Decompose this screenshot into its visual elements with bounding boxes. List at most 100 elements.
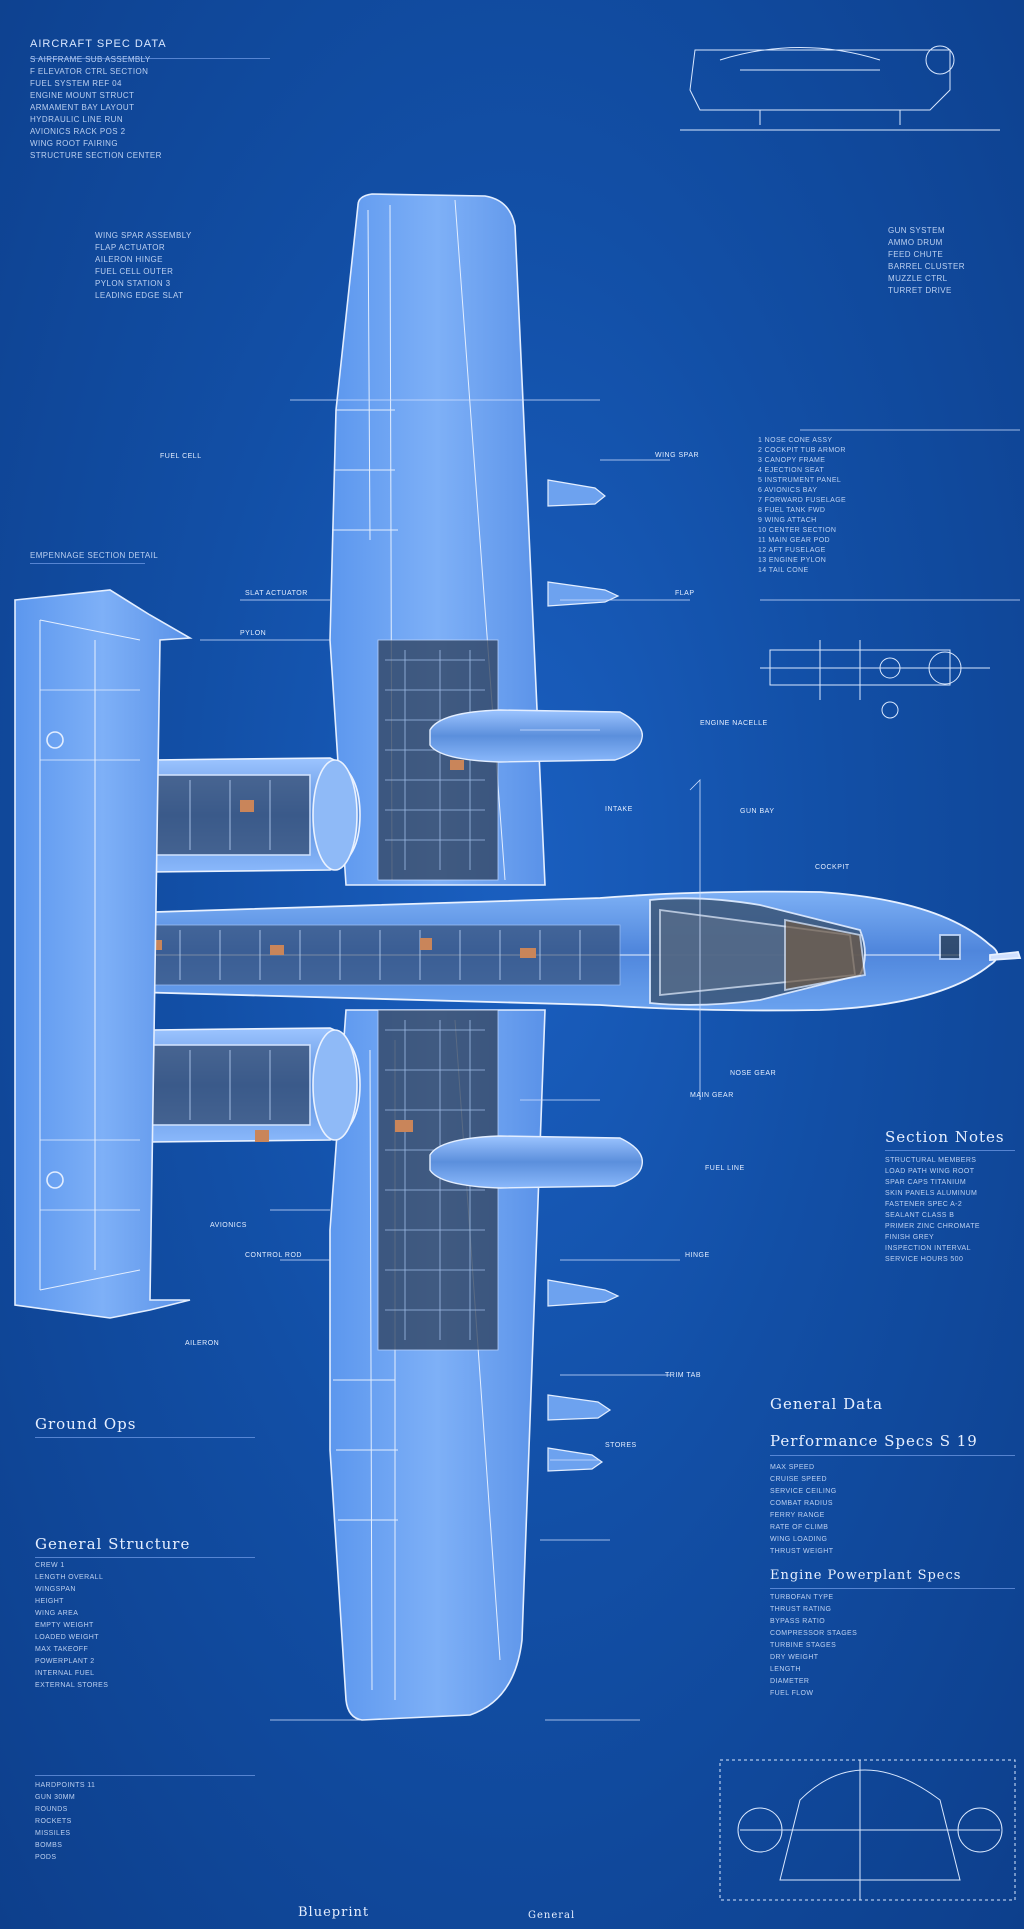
part-line: 8 FUEL TANK FWD (758, 507, 826, 514)
structure-line: LOADED WEIGHT (35, 1634, 99, 1641)
leader-label: HINGE (685, 1252, 710, 1259)
section-note-line: SEALANT CLASS B (885, 1212, 955, 1219)
rule-section-notes (885, 1150, 1015, 1151)
performance-line: MAX SPEED (770, 1464, 815, 1471)
tail-section-text: EMPENNAGE SECTION DETAIL (30, 551, 159, 560)
spec-line: F ELEVATOR CTRL SECTION (30, 67, 149, 76)
structure-line: POWERPLANT 2 (35, 1658, 95, 1665)
rule-performance (770, 1455, 1015, 1456)
engine-line: TURBOFAN TYPE (770, 1594, 834, 1601)
note-line: FLAP ACTUATOR (95, 243, 166, 252)
ground-ops-title: Ground Ops (35, 1415, 137, 1433)
structure-line: CREW 1 (35, 1562, 65, 1569)
performance-line: CRUISE SPEED (770, 1476, 827, 1483)
spec-line: S AIRFRAME SUB ASSEMBLY (30, 55, 151, 64)
rule-engine (770, 1588, 1015, 1589)
leader-label: CONTROL ROD (245, 1252, 302, 1259)
armament-line: PODS (35, 1854, 57, 1861)
structure-line: EMPTY WEIGHT (35, 1622, 94, 1629)
structure-line: INTERNAL FUEL (35, 1670, 95, 1677)
leader-label: FLAP (675, 590, 695, 597)
engine-line: LENGTH (770, 1666, 801, 1673)
tail-section-label: EMPENNAGE SECTION DETAIL (30, 550, 158, 562)
note-line: PYLON STATION 3 (95, 279, 171, 288)
structure-line: LENGTH OVERALL (35, 1574, 104, 1581)
leader-label: INTAKE (605, 806, 633, 813)
detail-drawing-mid (760, 640, 990, 719)
leader-label: GUN BAY (740, 808, 775, 815)
performance-specs-title: Performance Specs S 19 (770, 1432, 978, 1450)
spec-line: WING ROOT FAIRING (30, 139, 118, 148)
left-mid-notes: WING SPAR ASSEMBLY FLAP ACTUATOR AILERON… (95, 230, 192, 302)
structure-line: WINGSPAN (35, 1586, 76, 1593)
leader-label: AILERON (185, 1340, 220, 1347)
engine-line: THRUST RATING (770, 1606, 832, 1613)
bottom-label: Blueprint (298, 1905, 370, 1920)
armament-line: BOMBS (35, 1842, 63, 1849)
bottom-label-2: General (528, 1910, 576, 1921)
general-structure-list: CREW 1 LENGTH OVERALL WINGSPAN HEIGHT WI… (35, 1560, 108, 1692)
section-note-line: INSPECTION INTERVAL (885, 1245, 971, 1252)
performance-line: WING LOADING (770, 1536, 828, 1543)
performance-list: MAX SPEED CRUISE SPEED SERVICE CEILING C… (770, 1462, 837, 1558)
spec-line: ARMAMENT BAY LAYOUT (30, 103, 135, 112)
part-line: 10 CENTER SECTION (758, 527, 837, 534)
part-line: 12 AFT FUSELAGE (758, 547, 826, 554)
leader-label: COCKPIT (815, 864, 850, 871)
general-structure-title: General Structure (35, 1535, 191, 1553)
rule-ground-ops (35, 1437, 255, 1438)
performance-line: FERRY RANGE (770, 1512, 825, 1519)
structure-line: MAX TAKEOFF (35, 1646, 89, 1653)
engine-line: FUEL FLOW (770, 1690, 814, 1697)
gun-line: GUN SYSTEM (888, 226, 945, 235)
note-line: FUEL CELL OUTER (95, 267, 174, 276)
armament-line: MISSILES (35, 1830, 71, 1837)
gun-line: FEED CHUTE (888, 250, 944, 259)
spec-line: AVIONICS RACK POS 2 (30, 127, 126, 136)
part-line: 2 COCKPIT TUB ARMOR (758, 447, 846, 454)
part-line: 11 MAIN GEAR POD (758, 537, 831, 544)
section-note-line: SPAR CAPS TITANIUM (885, 1179, 967, 1186)
top-left-spec-block: AIRCRAFT SPEC DATA S AIRFRAME SUB ASSEMB… (30, 38, 167, 162)
engine-nacelles (81, 757, 361, 1143)
leader-label: STORES (605, 1442, 637, 1449)
general-data-title: General Data (770, 1395, 884, 1413)
rule-top-left (30, 58, 270, 59)
wing-stores (547, 479, 620, 1472)
right-parts-list: 1 NOSE CONE ASSY 2 COCKPIT TUB ARMOR 3 C… (758, 436, 846, 576)
section-notes-block: STRUCTURAL MEMBERS LOAD PATH WING ROOT S… (885, 1155, 980, 1265)
part-line: 3 CANOPY FRAME (758, 457, 826, 464)
part-line: 4 EJECTION SEAT (758, 467, 825, 474)
section-note-line: SKIN PANELS ALUMINUM (885, 1190, 978, 1197)
part-line: 14 TAIL CONE (758, 567, 809, 574)
leader-label: FUEL LINE (705, 1165, 745, 1172)
engine-line: COMPRESSOR STAGES (770, 1630, 858, 1637)
engine-line: DIAMETER (770, 1678, 810, 1685)
part-line: 5 INSTRUMENT PANEL (758, 477, 842, 484)
structure-line: EXTERNAL STORES (35, 1682, 109, 1689)
part-line: 6 AVIONICS BAY (758, 487, 818, 494)
section-notes-title: Section Notes (885, 1128, 1005, 1146)
armament-list: HARDPOINTS 11 GUN 30MM ROUNDS ROCKETS MI… (35, 1780, 95, 1864)
part-line: 13 ENGINE PYLON (758, 557, 827, 564)
top-left-spec-title: AIRCRAFT SPEC DATA (30, 38, 167, 50)
note-line: AILERON HINGE (95, 255, 163, 264)
fuselage-interior (79, 924, 621, 986)
section-note-line: LOAD PATH WING ROOT (885, 1168, 975, 1175)
spec-line: STRUCTURE SECTION CENTER (30, 151, 162, 160)
gun-line: TURRET DRIVE (888, 286, 952, 295)
engine-specs-title: Engine Powerplant Specs (770, 1568, 962, 1583)
part-line: 9 WING ATTACH (758, 517, 817, 524)
section-note-line: FINISH GREY (885, 1234, 935, 1241)
armament-line: HARDPOINTS 11 (35, 1782, 96, 1789)
leader-label: TRIM TAB (665, 1372, 702, 1379)
gun-line: BARREL CLUSTER (888, 262, 965, 271)
armament-line: ROUNDS (35, 1806, 68, 1813)
tail-assembly (14, 589, 193, 1319)
engine-line: DRY WEIGHT (770, 1654, 819, 1661)
detail-drawing-top (680, 45, 1000, 131)
leader-label: FUEL CELL (160, 453, 202, 460)
note-line: LEADING EDGE SLAT (95, 291, 184, 300)
